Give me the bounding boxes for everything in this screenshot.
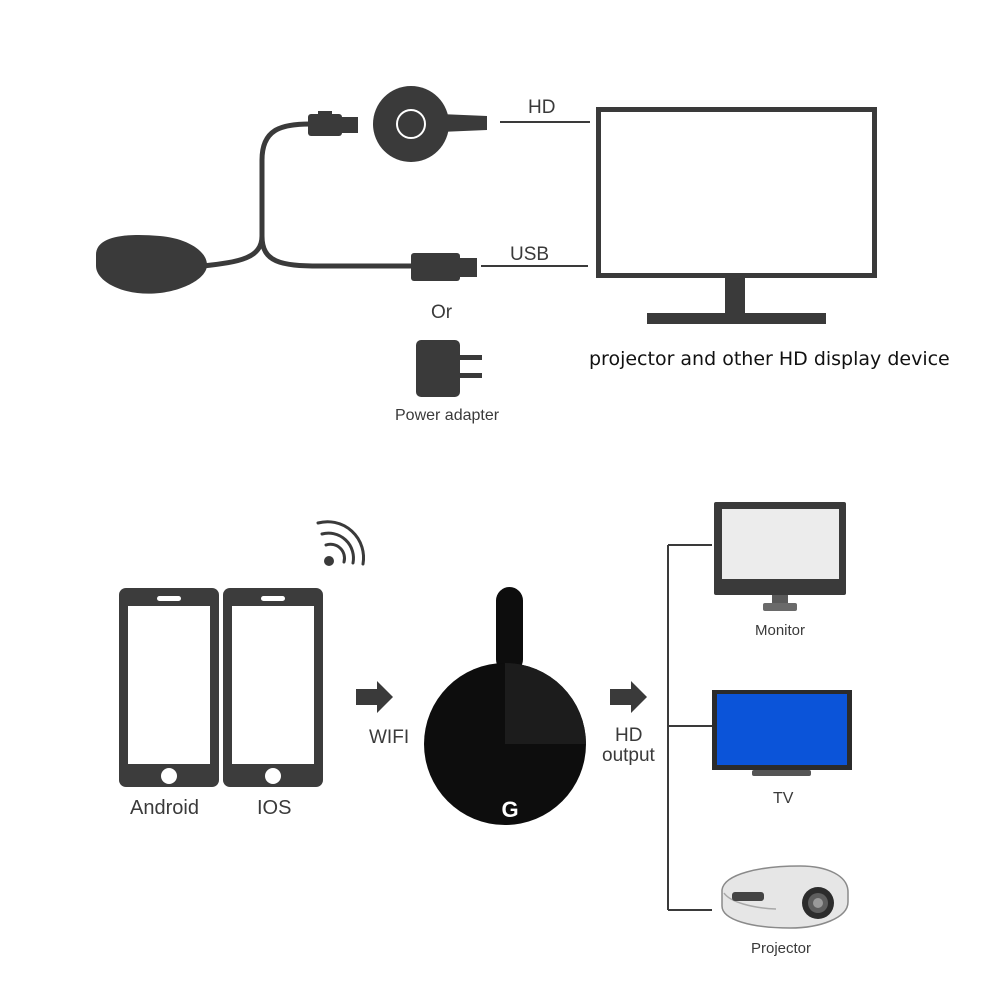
chromecast-dongle-icon bbox=[424, 587, 586, 825]
dongle-logo: G bbox=[501, 797, 518, 822]
power-adapter-label: Power adapter bbox=[395, 407, 500, 424]
usb-port-label: USB bbox=[510, 244, 550, 265]
power-adapter-icon bbox=[416, 340, 482, 397]
android-label: Android bbox=[130, 797, 199, 819]
monitor-label: Monitor bbox=[755, 622, 806, 639]
wifi-label: WIFI bbox=[369, 727, 410, 748]
hd-display-monitor-icon bbox=[596, 107, 877, 324]
wifi-signal-icon bbox=[316, 520, 366, 566]
ios-phone-icon bbox=[223, 588, 323, 787]
arrow-right-icon bbox=[610, 681, 647, 713]
arrow-right-icon bbox=[356, 681, 393, 713]
ios-label: IOS bbox=[257, 797, 292, 819]
output-bracket-lines bbox=[667, 544, 712, 911]
or-label: Or bbox=[431, 302, 453, 323]
monitor-icon bbox=[714, 502, 846, 611]
micro-usb-connector-icon bbox=[308, 111, 358, 136]
projector-icon bbox=[721, 865, 849, 929]
hd-port-label: HD bbox=[528, 97, 556, 118]
display-device-label: projector and other HD display device bbox=[589, 348, 950, 370]
hd-output-label-output: output bbox=[602, 745, 655, 766]
hd-output-label-hd: HD bbox=[615, 725, 643, 746]
tv-label: TV bbox=[773, 790, 794, 807]
android-phone-icon bbox=[119, 588, 219, 787]
y-cable bbox=[202, 121, 412, 269]
usb-connector-icon bbox=[411, 253, 477, 281]
wifi-receiver-plug-icon bbox=[96, 234, 207, 294]
hdmi-dongle-icon bbox=[373, 86, 487, 162]
tv-icon bbox=[712, 690, 852, 776]
projector-label: Projector bbox=[751, 940, 812, 957]
